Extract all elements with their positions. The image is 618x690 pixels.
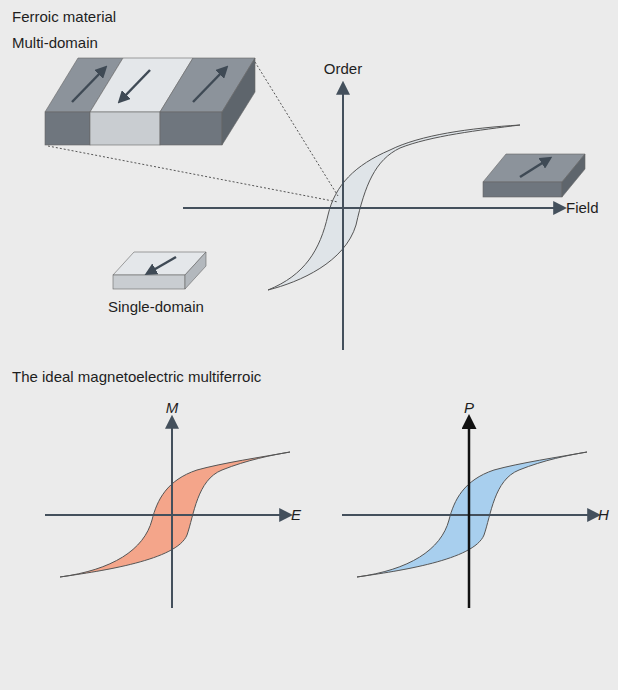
panel-subheading: Multi-domain [12,34,98,52]
e-axis [45,514,282,516]
h-axis [342,514,590,516]
axis-label: Field [566,199,599,217]
order-axis [342,92,344,350]
panel-subheading: Single-domain [108,298,204,316]
single-domain-slab [483,154,585,197]
axis-label: H [598,506,609,524]
figure-title: Ferroic material [12,8,116,26]
axis-label: M [166,399,179,417]
axis-label: Order [324,60,362,78]
axis-label: E [291,506,301,524]
single-domain-slab [113,252,206,289]
multi-domain-slab [45,58,255,145]
m-axis [171,426,173,608]
section-heading: The ideal magnetoelectric multiferroic [12,368,261,386]
p-axis [468,426,471,608]
axis-label: P [464,399,474,417]
field-axis [183,207,556,209]
leader-line [48,146,338,202]
leader-line [255,62,338,196]
